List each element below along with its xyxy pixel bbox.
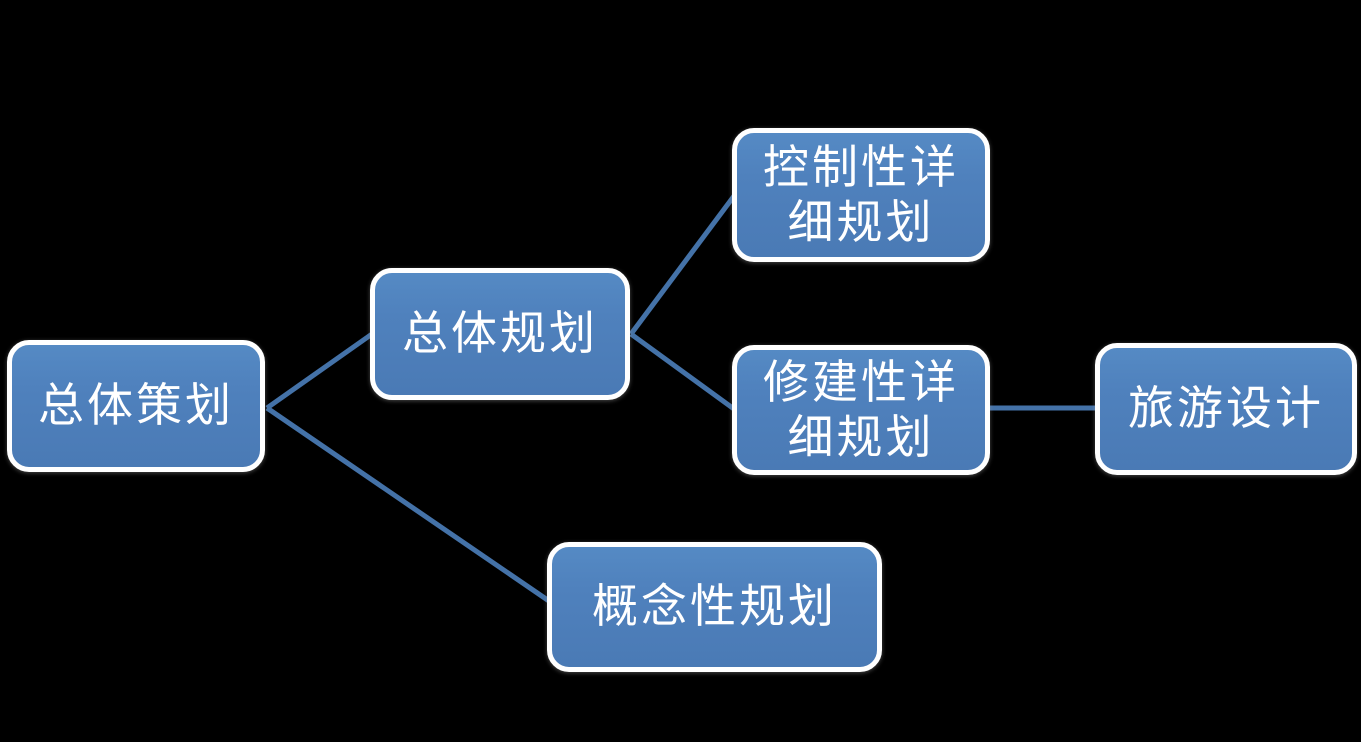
node-conceptual-plan: 概念性规划	[547, 542, 882, 672]
node-tourism-design-label: 旅游设计	[1128, 383, 1324, 435]
node-constructive-detailed-plan-label: 修建性详 细规划	[763, 356, 959, 463]
node-overall-strategy-label: 总体策划	[38, 380, 234, 432]
node-regulatory-detailed-plan-label: 控制性详 细规划	[763, 141, 959, 248]
node-constructive-detailed-plan: 修建性详 细规划	[732, 345, 990, 475]
node-overall-strategy: 总体策划	[7, 340, 265, 472]
node-conceptual-plan-label: 概念性规划	[592, 581, 837, 633]
node-regulatory-detailed-plan: 控制性详 细规划	[732, 128, 990, 262]
node-master-plan-label: 总体规划	[402, 308, 598, 360]
node-master-plan: 总体规划	[370, 268, 630, 400]
connector-masterplan-to-regulatory	[628, 194, 737, 336]
connector-strategy-to-masterplan	[265, 331, 374, 411]
connector-masterplan-to-constructive	[629, 331, 736, 412]
node-tourism-design: 旅游设计	[1095, 343, 1357, 475]
connector-strategy-to-conceptual	[265, 405, 551, 604]
